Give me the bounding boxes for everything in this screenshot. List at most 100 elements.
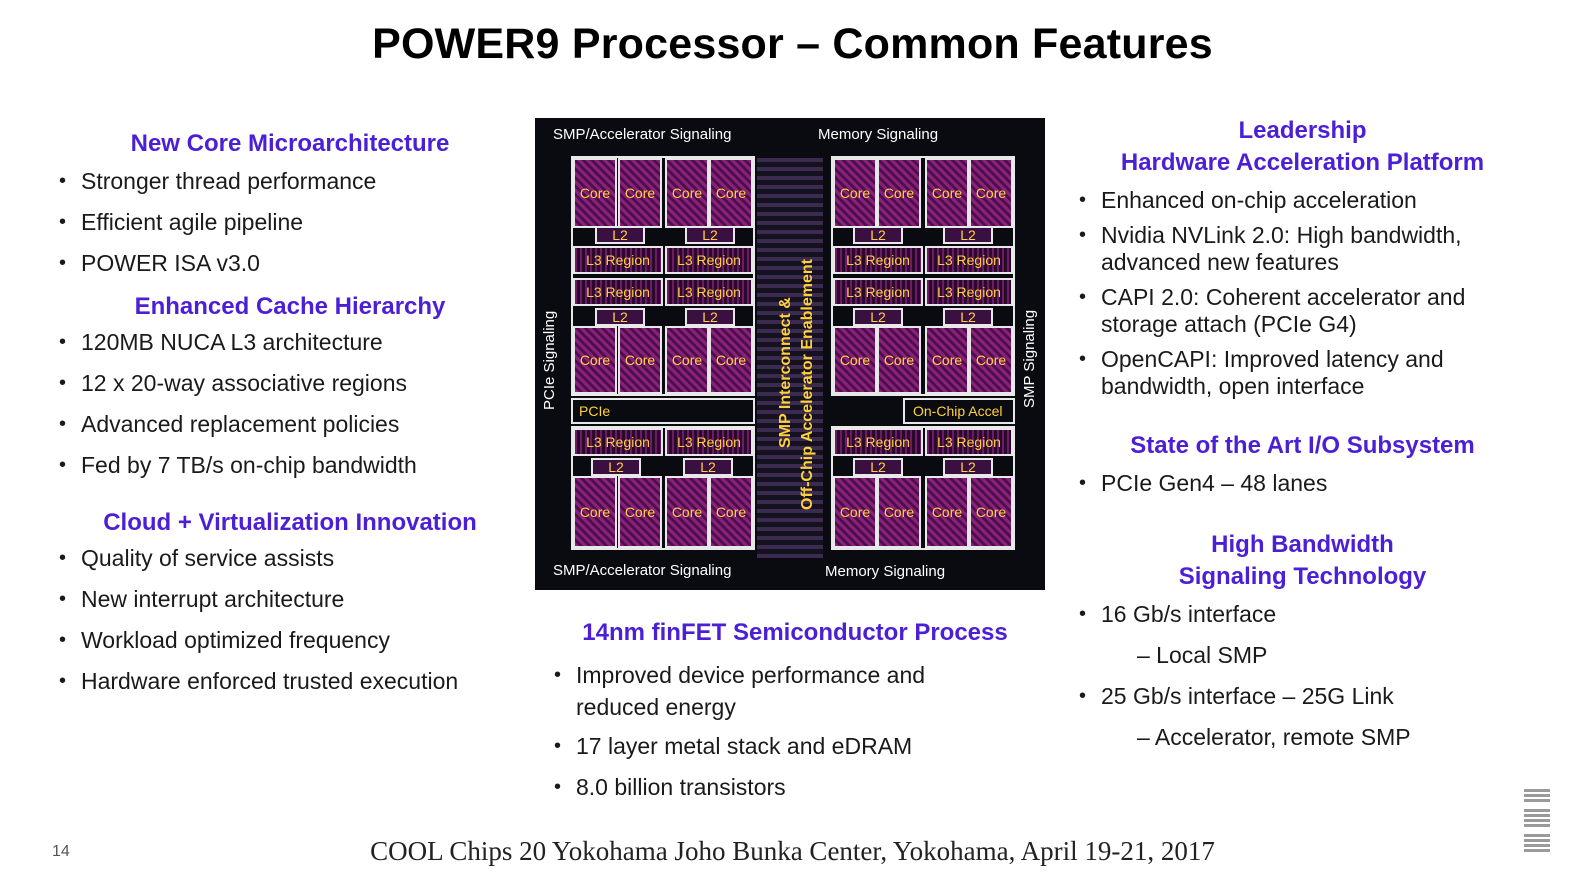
section-title-signaling-2: Signaling Technology bbox=[1178, 563, 1427, 590]
list-item: 120MB NUCA L3 architecture bbox=[55, 329, 525, 356]
process-features-list: Improved device performance and reduced … bbox=[550, 659, 1040, 801]
core-block: Core bbox=[618, 158, 662, 228]
list-item: Stronger thread performance bbox=[55, 168, 525, 195]
die-label-center-1: SMP Interconnect & bbox=[777, 297, 794, 448]
list-item: – Local SMP bbox=[1137, 642, 1268, 668]
core-block: Core bbox=[618, 476, 662, 548]
l3-region-block: L3 Region bbox=[833, 246, 923, 274]
list-item: Enhanced on-chip acceleration bbox=[1075, 187, 1530, 214]
core-block: Core bbox=[969, 158, 1013, 228]
slide-title: POWER9 Processor – Common Features bbox=[372, 20, 1213, 68]
signaling-features-list: 16 Gb/s interface – Local SMP 25 Gb/s in… bbox=[1075, 601, 1530, 751]
l2-block: L2 bbox=[595, 308, 645, 326]
section-title-signaling-1: High Bandwidth bbox=[1211, 531, 1394, 558]
ibm-logo-icon bbox=[1522, 785, 1552, 855]
section-title-cache: Enhanced Cache Hierarchy bbox=[134, 293, 446, 320]
core-block: Core bbox=[969, 326, 1013, 394]
die-label-right-side: SMP Signaling bbox=[1021, 309, 1038, 408]
l2-block: L2 bbox=[595, 226, 645, 244]
core-block: Core bbox=[573, 476, 617, 548]
core-block: Core bbox=[877, 476, 921, 548]
list-item: POWER ISA v3.0 bbox=[55, 250, 525, 277]
core-block: Core bbox=[709, 326, 753, 394]
l3-region-block: L3 Region bbox=[925, 428, 1013, 456]
l3-region-block: L3 Region bbox=[665, 428, 753, 456]
cloud-features-list: Quality of service assists New interrupt… bbox=[55, 545, 525, 695]
l2-block: L2 bbox=[853, 226, 903, 244]
core-block: Core bbox=[833, 158, 877, 228]
l2-block: L2 bbox=[685, 308, 735, 326]
cache-features-list: 120MB NUCA L3 architecture 12 x 20-way a… bbox=[55, 329, 525, 479]
l3-region-block: L3 Region bbox=[573, 278, 663, 306]
l3-region-block: L3 Region bbox=[665, 278, 753, 306]
l2-block: L2 bbox=[943, 458, 993, 476]
list-item: Workload optimized frequency bbox=[55, 627, 525, 654]
list-item: New interrupt architecture bbox=[55, 586, 525, 613]
l3-region-block: L3 Region bbox=[925, 246, 1013, 274]
core-block: Core bbox=[665, 476, 709, 548]
l2-block: L2 bbox=[853, 308, 903, 326]
l3-region-block: L3 Region bbox=[833, 428, 923, 456]
core-block: Core bbox=[665, 158, 709, 228]
list-item: 8.0 billion transistors bbox=[550, 774, 1040, 801]
core-block: Core bbox=[709, 158, 753, 228]
acceleration-features-list: Enhanced on-chip acceleration Nvidia NVL… bbox=[1075, 187, 1530, 400]
list-item: PCIe Gen4 – 48 lanes bbox=[1075, 470, 1530, 497]
section-title-acceleration-1: Leadership bbox=[1238, 117, 1367, 144]
l2-block: L2 bbox=[943, 226, 993, 244]
list-item: Efficient agile pipeline bbox=[55, 209, 525, 236]
core-block: Core bbox=[665, 326, 709, 394]
die-label-bottom-right: Memory Signaling bbox=[825, 563, 946, 580]
left-column: New Core Microarchitecture Stronger thre… bbox=[55, 128, 525, 709]
list-item: Hardware enforced trusted execution bbox=[55, 668, 525, 695]
section-title-cloud: Cloud + Virtualization Innovation bbox=[103, 509, 477, 536]
die-label-top-left: SMP/Accelerator Signaling bbox=[553, 126, 732, 143]
l3-region-block: L3 Region bbox=[833, 278, 923, 306]
l2-block: L2 bbox=[683, 458, 733, 476]
list-item: OpenCAPI: Improved latency and bandwidth… bbox=[1075, 346, 1530, 400]
die-label-bottom-left: SMP/Accelerator Signaling bbox=[553, 562, 732, 579]
l2-block: L2 bbox=[591, 458, 641, 476]
quad-bottom-right bbox=[831, 426, 1015, 550]
core-features-list: Stronger thread performance Efficient ag… bbox=[55, 168, 525, 277]
list-item: 25 Gb/s interface – 25G Link bbox=[1075, 683, 1530, 710]
die-label-left-side: PCIe Signaling bbox=[541, 310, 558, 410]
l3-region-block: L3 Region bbox=[573, 428, 663, 456]
core-block: Core bbox=[969, 476, 1013, 548]
l2-block: L2 bbox=[853, 458, 903, 476]
core-block: Core bbox=[833, 476, 877, 548]
core-block: Core bbox=[877, 326, 921, 394]
pcie-block bbox=[571, 398, 755, 424]
core-block: Core bbox=[709, 476, 753, 548]
page-number: 14 bbox=[52, 843, 70, 860]
core-block: Core bbox=[925, 326, 969, 394]
core-block: Core bbox=[925, 476, 969, 548]
quad-bottom-left bbox=[571, 426, 755, 550]
die-label-center-2: Off-Chip Accelerator Enablement bbox=[799, 258, 816, 510]
core-block: Core bbox=[573, 326, 617, 394]
die-label-pcie: PCIe bbox=[579, 403, 611, 419]
die-photo: SMP/Accelerator Signaling Memory Signali… bbox=[535, 118, 1045, 590]
section-title-process: 14nm finFET Semiconductor Process bbox=[582, 619, 1008, 646]
center-column: 14nm finFET Semiconductor Process Improv… bbox=[550, 617, 1040, 815]
l2-block: L2 bbox=[685, 226, 735, 244]
quad-top-left bbox=[571, 156, 755, 396]
quad-top-right bbox=[831, 156, 1015, 396]
l3-region-block: L3 Region bbox=[925, 278, 1013, 306]
list-item: Quality of service assists bbox=[55, 545, 525, 572]
core-block: Core bbox=[573, 158, 617, 228]
l2-block: L2 bbox=[943, 308, 993, 326]
section-title-io: State of the Art I/O Subsystem bbox=[1130, 432, 1475, 459]
die-label-on-chip-accel: On-Chip Accel bbox=[913, 403, 1003, 419]
list-item: 12 x 20-way associative regions bbox=[55, 370, 525, 397]
l3-region-block: L3 Region bbox=[573, 246, 663, 274]
list-item: Nvidia NVLink 2.0: High bandwidth, advan… bbox=[1075, 222, 1530, 276]
core-block: Core bbox=[833, 326, 877, 394]
die-label-top-right: Memory Signaling bbox=[818, 126, 939, 143]
list-item: – Accelerator, remote SMP bbox=[1137, 724, 1411, 750]
core-block: Core bbox=[925, 158, 969, 228]
list-item: 16 Gb/s interface bbox=[1075, 601, 1530, 628]
l3-region-block: L3 Region bbox=[665, 246, 753, 274]
list-item: Advanced replacement policies bbox=[55, 411, 525, 438]
core-block: Core bbox=[877, 158, 921, 228]
